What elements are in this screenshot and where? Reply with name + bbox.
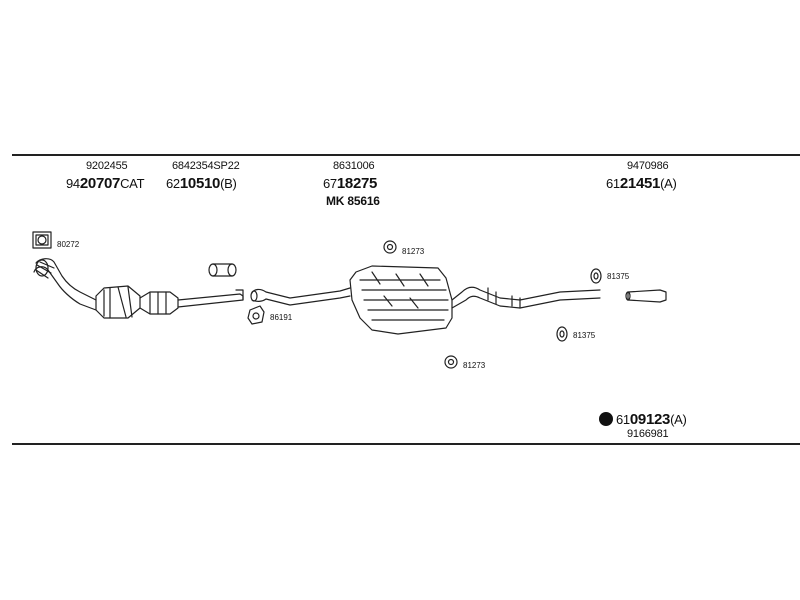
hanger-81375-upper-icon[interactable]	[590, 268, 602, 284]
part-main: 21451	[619, 175, 661, 192]
hanger-81375-upper-label: 81375	[607, 272, 630, 281]
footer-kit-sub-number: 9166981	[627, 428, 669, 440]
catalytic-converter-part-number[interactable]: 9420707CAT	[66, 175, 145, 192]
part-main: 10510	[179, 175, 221, 192]
hanger-81273-lower-label: 81273	[463, 361, 486, 370]
hanger-81273-upper-label: 81273	[402, 247, 425, 256]
hanger-81273-upper-icon[interactable]	[383, 240, 397, 254]
part-suffix: (A)	[660, 176, 677, 191]
footer-kit-part-number[interactable]: 6109123(A)	[616, 412, 687, 427]
mounting-kit-number[interactable]: MK 85616	[326, 194, 380, 208]
middle-silencer-sub-number: 8631006	[333, 160, 375, 172]
rear-silencer-sub-number: 9470986	[627, 160, 669, 172]
part-prefix: 62	[166, 176, 180, 191]
catalytic-converter-assembly[interactable]	[33, 258, 244, 319]
clamp-86191-label: 86191	[270, 313, 293, 322]
pipe-sleeve-icon[interactable]	[208, 263, 237, 277]
catalytic-converter-sub-number: 9202455	[86, 160, 128, 172]
gasket-80272-icon[interactable]	[32, 231, 52, 249]
clamp-86191-icon[interactable]	[247, 305, 265, 325]
part-prefix: 67	[323, 176, 337, 191]
hanger-81375-lower-icon[interactable]	[556, 326, 568, 342]
part-suffix: (B)	[220, 176, 237, 191]
top-divider	[12, 154, 800, 156]
part-main: 18275	[336, 175, 378, 192]
part-suffix: CAT	[120, 176, 145, 191]
rear-silencer-part-number[interactable]: 6121451(A)	[606, 176, 677, 191]
part-prefix: 61	[606, 176, 620, 191]
part-prefix: 94	[66, 176, 80, 191]
middle-silencer-assembly[interactable]	[250, 265, 601, 335]
bottom-divider	[12, 443, 800, 445]
hanger-81375-lower-label: 81375	[573, 331, 596, 340]
filled-dot-icon	[599, 412, 613, 426]
part-main: 09123	[629, 411, 671, 428]
part-suffix: (A)	[670, 412, 687, 427]
front-pipe-sub-number: 6842354SP22	[172, 160, 240, 172]
gasket-80272-label: 80272	[57, 240, 80, 249]
part-prefix: 61	[616, 412, 630, 427]
part-main: 20707	[79, 175, 121, 192]
hanger-81273-lower-icon[interactable]	[444, 355, 458, 369]
rear-tailpipe-icon[interactable]	[625, 289, 667, 303]
front-pipe-part-number[interactable]: 6210510(B)	[166, 176, 237, 191]
middle-silencer-part-number[interactable]: 6718275	[323, 176, 377, 191]
